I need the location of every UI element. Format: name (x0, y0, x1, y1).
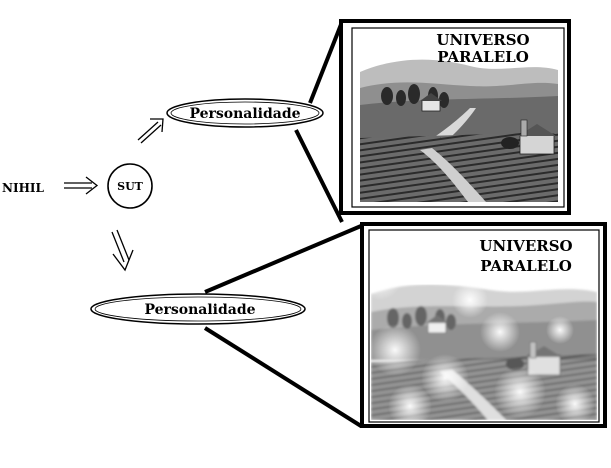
arrow-sut-to-lower (111, 229, 134, 272)
upper-personality-label: Personalidade (189, 106, 300, 122)
upper-universe-title-line2: PARALELO (437, 48, 529, 66)
lower-landscape-illustration (371, 234, 597, 420)
upper-personality-node: Personalidade (166, 98, 324, 128)
haze-flare-overlay (371, 256, 595, 420)
lower-personality-node: Personalidade (90, 293, 306, 325)
lower-projection-lines (203, 224, 363, 428)
sut-label: SUT (117, 180, 144, 193)
upper-landscape-illustration (360, 32, 558, 202)
upper-universe-panel: UNIVERSO PARALELO (339, 19, 571, 215)
lower-universe-panel: UNIVERSO PARALELO (360, 222, 607, 428)
arrow-nihil-to-sut (64, 176, 99, 195)
upper-universe-title-line1: UNIVERSO (436, 31, 529, 49)
nihil-label: NIHIL (2, 181, 45, 195)
lower-universe-title-line2: PARALELO (480, 257, 572, 275)
sut-node: SUT (107, 163, 153, 209)
arrow-sut-to-upper (137, 118, 164, 144)
upper-projection-lines (294, 21, 344, 223)
lower-universe-title-line1: UNIVERSO (479, 237, 572, 255)
lower-personality-label: Personalidade (144, 302, 255, 318)
